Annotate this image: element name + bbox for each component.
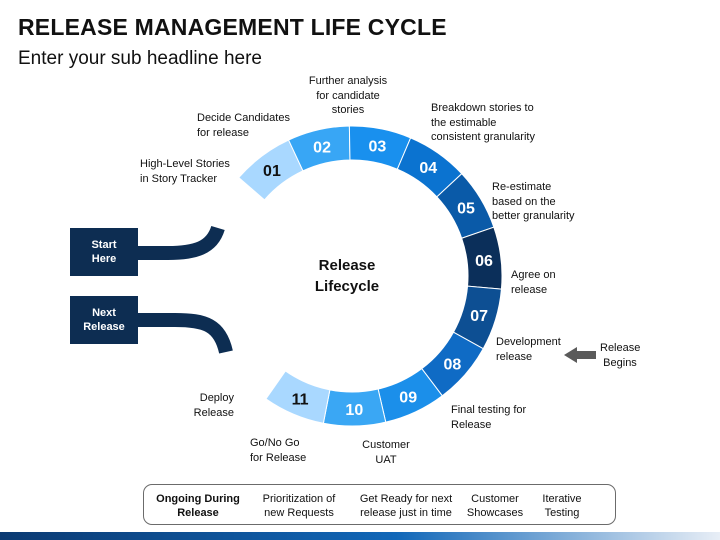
step-08-label-line: Release: [451, 418, 492, 431]
lifecycle-ring: 01 02 03 04 05 06 07 08 09 10 11: [238, 125, 503, 427]
step-03-label-line: stories: [331, 104, 365, 116]
step-01-label-line: in Story Tracker: [140, 172, 218, 185]
start-here-line1: Start: [91, 239, 117, 251]
next-release-line2: Release: [83, 321, 125, 333]
step-02-label-line: Decide Candidates: [197, 112, 290, 124]
release-begins-arrow: [564, 347, 596, 363]
step-09-label: Customer UAT: [346, 438, 426, 467]
step-11-label-line: Release: [193, 406, 234, 419]
ring-segment-number-10: 10: [345, 402, 363, 419]
page-subtitle: Enter your sub headline here: [18, 48, 262, 69]
ring-segment-number-11: 11: [292, 391, 309, 408]
step-04-label-line: the estimable: [431, 116, 497, 129]
ring-segment-number-01: 01: [263, 163, 281, 180]
release-begins-label: Release Begins: [600, 341, 640, 370]
step-09-label-line: UAT: [375, 453, 397, 466]
release-begins-line: Begins: [603, 356, 637, 369]
ongoing-item-line: Testing: [544, 507, 580, 519]
ring-segment-number-05: 05: [457, 200, 475, 217]
step-06-label-line: Agree on: [511, 269, 556, 281]
step-05-label-line: based on the: [492, 195, 556, 208]
ongoing-item-line: new Requests: [264, 507, 334, 519]
footer-bar: [0, 532, 720, 540]
release-begins-line: Release: [600, 342, 641, 354]
step-10-label-line: Go/No Go: [250, 437, 300, 449]
step-06-label-line: release: [511, 283, 548, 296]
step-05-label-line: better granularity: [492, 210, 575, 222]
start-connector: [138, 225, 225, 260]
step-07-label: Development release: [496, 335, 561, 364]
ongoing-item-line: Customer: [471, 493, 519, 505]
ongoing-item: Get Ready for next release just in time: [352, 492, 460, 520]
step-02-label-line: for release: [197, 126, 249, 139]
center-line1: Release: [318, 257, 376, 274]
ring-segment-number-06: 06: [475, 253, 493, 270]
ring-segment-11: [265, 370, 331, 424]
ongoing-title-line: Release: [177, 507, 219, 519]
step-08-label-line: Final testing for: [451, 404, 527, 416]
step-06-label: Agree on release: [511, 268, 556, 297]
ongoing-item: Iterative Testing: [534, 492, 590, 520]
ongoing-item: Customer Showcases: [462, 492, 528, 520]
ongoing-box: Ongoing During Release Prioritization of…: [143, 484, 616, 525]
step-01-label: High-Level Stories in Story Tracker: [140, 157, 230, 186]
next-connector: [137, 313, 233, 354]
step-09-label-line: Customer: [362, 439, 410, 451]
ring-segment-number-09: 09: [399, 390, 417, 407]
step-04-label-line: consistent granularity: [431, 131, 535, 143]
ring-segment-number-07: 07: [470, 308, 488, 325]
ongoing-item-line: release just in time: [360, 507, 452, 519]
center-line2: Lifecycle: [314, 278, 380, 295]
ongoing-item-line: Iterative: [542, 493, 582, 505]
step-04-label-line: Breakdown stories to: [431, 102, 534, 114]
ring-segment-number-03: 03: [368, 138, 386, 155]
ongoing-item-line: Get Ready for next: [359, 493, 453, 505]
step-04-label: Breakdown stories to the estimable consi…: [431, 101, 535, 145]
step-07-label-line: Development: [496, 336, 561, 348]
ring-segment-number-04: 04: [419, 160, 437, 177]
next-release-line1: Next: [92, 307, 116, 319]
start-here-line2: Here: [91, 253, 117, 265]
center-label: Release Lifecycle: [300, 255, 394, 297]
step-08-label: Final testing for Release: [451, 403, 526, 432]
step-05-label-line: Re-estimate: [492, 181, 552, 193]
step-03-label-line: for candidate: [316, 89, 380, 102]
step-07-label-line: release: [496, 350, 533, 363]
ring-segment-number-08: 08: [443, 356, 461, 373]
step-10-label-line: for Release: [250, 451, 307, 464]
step-01-label-line: High-Level Stories: [140, 158, 230, 170]
ongoing-item-line: Showcases: [466, 507, 524, 519]
ring-segment-number-02: 02: [313, 139, 331, 156]
step-10-label: Go/No Go for Release: [250, 436, 306, 465]
step-03-label-line: Further analysis: [308, 75, 388, 87]
step-05-label: Re-estimate based on the better granular…: [492, 180, 575, 224]
step-11-label: Deploy Release: [186, 391, 234, 420]
ongoing-item: Prioritization of new Requests: [254, 492, 344, 520]
step-11-label-line: Deploy: [199, 392, 234, 404]
step-02-label: Decide Candidates for release: [197, 111, 290, 140]
ongoing-title-line: Ongoing During: [156, 493, 240, 505]
page-title: RELEASE MANAGEMENT LIFE CYCLE: [18, 14, 447, 40]
step-03-label: Further analysis for candidate stories: [300, 74, 396, 118]
ongoing-item-line: Prioritization of: [262, 493, 336, 505]
ongoing-title: Ongoing During Release: [152, 492, 244, 520]
